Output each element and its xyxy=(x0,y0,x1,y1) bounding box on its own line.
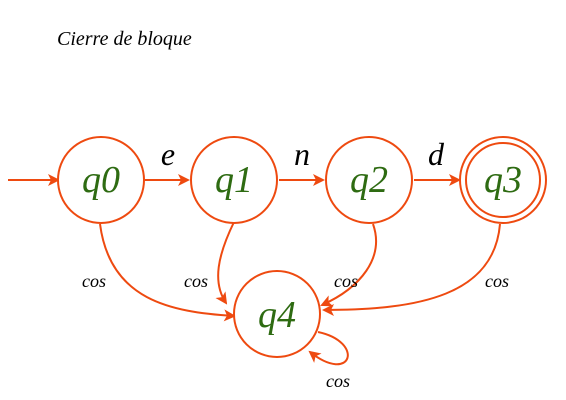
state-label-q0: q0 xyxy=(82,159,120,201)
state-q3 xyxy=(459,136,547,224)
edge-label-q2-q3: d xyxy=(428,136,445,172)
edge-label-q2-q4: cos xyxy=(334,271,358,291)
state-q2 xyxy=(325,136,413,224)
state-q4 xyxy=(233,270,321,358)
edge-q3-q4 xyxy=(322,223,501,316)
state-label-q3: q3 xyxy=(484,159,522,201)
state-q1 xyxy=(190,136,278,224)
edge-label-q4-q4: cos xyxy=(326,371,350,391)
edge-q4-q4-loop xyxy=(308,331,349,366)
edge-q1-q4 xyxy=(215,221,235,305)
edge-label-q0-q4: cos xyxy=(82,271,106,291)
state-q0 xyxy=(57,136,145,224)
state-label-q2: q2 xyxy=(350,159,388,201)
state-q3-inner-ring xyxy=(465,142,541,218)
diagram-title: Cierre de bloque xyxy=(57,28,192,50)
edge-label-q1-q4: cos xyxy=(184,271,208,291)
state-label-q1: q1 xyxy=(215,159,253,201)
edge-label-q3-q4: cos xyxy=(485,271,509,291)
state-label-q4: q4 xyxy=(258,294,296,336)
edge-q2-q4 xyxy=(320,223,378,307)
edge-label-q1-q2: n xyxy=(294,136,310,172)
edge-q0-q4 xyxy=(99,223,236,322)
edge-label-q0-q1: e xyxy=(161,136,175,172)
